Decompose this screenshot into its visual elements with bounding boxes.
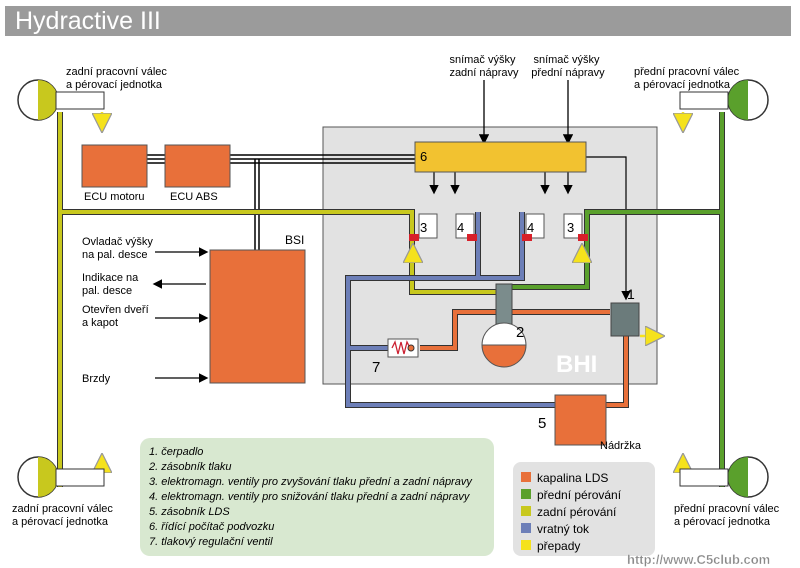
legend-swatch [521, 523, 531, 533]
lds-reservoir [554, 394, 607, 446]
page-title: Hydractive III [15, 7, 161, 35]
component-list-item: 1. čerpadlo [149, 446, 203, 458]
legend-label: přední pérování [537, 488, 622, 502]
watermark: http://www.C5club.com [627, 552, 770, 567]
bsi-input-arrows [152, 247, 209, 383]
pressure-accumulator [481, 344, 527, 368]
valve-3-front: 3 [567, 220, 574, 235]
component-list-item: 6. řídící počítač podvozku [149, 521, 274, 533]
bsi-label: BSI [285, 233, 304, 247]
component-list-item: 5. zásobník LDS [149, 506, 230, 518]
sensor-rear-label: snímač výšky zadní nápravy [449, 54, 519, 79]
component-list-item: 2. zásobník tlaku [148, 461, 232, 473]
front-cylinder-top-label: přední pracovní válec a pérovací jednotk… [634, 66, 742, 91]
valve-3-rear: 3 [420, 220, 427, 235]
legend: kapalina LDS přední pérování zadní pérován… [521, 471, 622, 553]
legend-swatch [521, 472, 531, 482]
front-cylinder-top [679, 79, 769, 121]
front-cylinder-bottom [679, 456, 769, 498]
ecu-abs-box [164, 144, 231, 188]
input-doors: Otevřen dveří a kapot [82, 304, 152, 329]
ecu-abs-label: ECU ABS [170, 191, 218, 203]
legend-swatch [521, 489, 531, 499]
ecu-motor-box [81, 144, 148, 188]
valve-4-rear: 4 [457, 220, 464, 235]
component-list-box [140, 438, 494, 556]
bsi-box [209, 249, 306, 384]
legend-label: vratný tok [537, 522, 590, 536]
ecu-motor-label: ECU motoru [84, 191, 145, 203]
legend-box [513, 462, 655, 556]
valve-4-front: 4 [527, 220, 534, 235]
rear-cylinder-top-label: zadní pracovní válec a pérovací jednotka [66, 66, 170, 91]
component-number-1: 1 [627, 286, 635, 302]
chassis-computer [414, 141, 587, 173]
input-indication: Indikace na pal. desce [82, 272, 141, 297]
legend-swatch [521, 506, 531, 516]
title-bar: Hydractive III [5, 6, 791, 36]
component-list-item: 4. elektromagn. ventily pro snižování tl… [149, 491, 471, 503]
rear-cylinder-bottom-label: zadní pracovní válec a pérovací jednotka [12, 503, 116, 528]
component-number-6: 6 [420, 149, 427, 164]
valves [409, 213, 588, 241]
component-list: 1. čerpadlo 2. zásobník tlaku 3. elektro… [148, 446, 473, 548]
input-brakes: Brzdy [82, 373, 111, 385]
accumulator-stem [495, 283, 513, 325]
front-cylinder-bottom-label: přední pracovní válec a pérovací jednotk… [674, 503, 782, 528]
input-height-control: Ovladač výšky na pal. desce [82, 236, 156, 261]
legend-swatch [521, 540, 531, 550]
component-list-item: 3. elektromagn. ventily pro zvyšování tl… [149, 476, 473, 488]
pump [610, 302, 640, 337]
component-list-item: 7. tlakový regulační ventil [149, 536, 273, 548]
bhi-label: BHI [556, 351, 597, 378]
rear-cylinder-top [17, 79, 105, 121]
component-number-7: 7 [372, 359, 380, 376]
legend-label: kapalina LDS [537, 471, 608, 485]
legend-label: zadní pérování [537, 505, 617, 519]
rear-cylinder-bottom [17, 456, 105, 498]
component-number-5: 5 [538, 415, 546, 432]
controller-signal-lines [429, 156, 631, 301]
sensor-front-label: snímač výšky přední nápravy [531, 54, 605, 79]
component-number-2: 2 [516, 324, 524, 341]
legend-label: přepady [537, 539, 580, 553]
reservoir-label: Nádržka [600, 440, 642, 452]
